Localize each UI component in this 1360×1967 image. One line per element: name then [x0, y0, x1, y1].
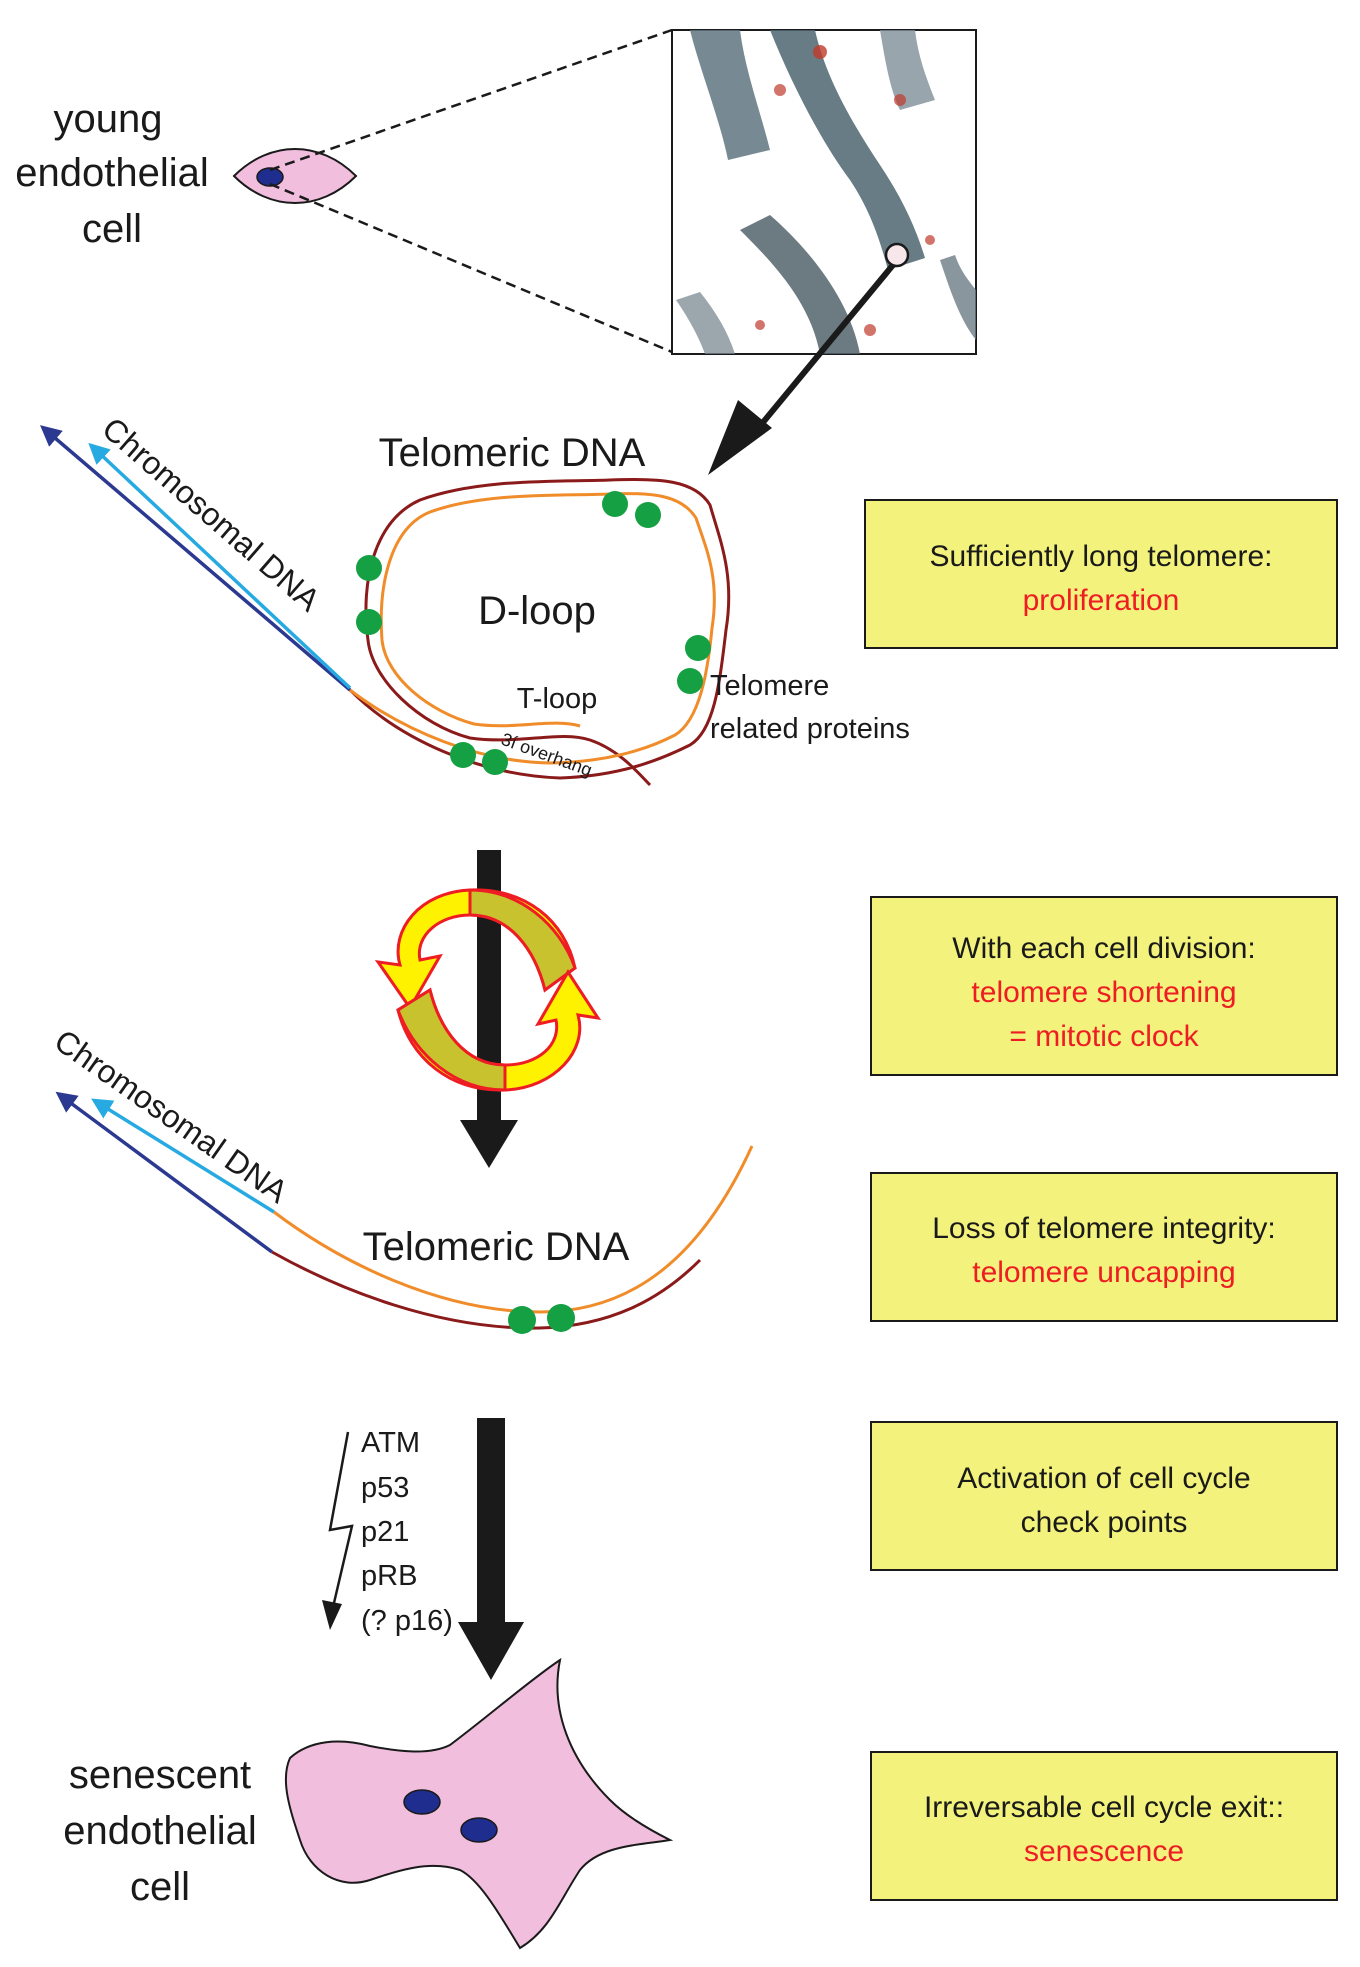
telomere-protein — [677, 668, 703, 694]
t-loop-label: T-loop — [517, 683, 598, 715]
telomere-proteins-label-line1: Telomere — [710, 670, 829, 702]
young-cell-label-line3: cell — [82, 207, 142, 251]
young-cell-label-line1: young — [54, 97, 163, 141]
signal-p21: p21 — [361, 1516, 409, 1548]
telomere-protein — [450, 742, 476, 768]
senescent-cell-label-line1: senescent — [69, 1753, 251, 1797]
box-text-line1: With each cell division: — [952, 932, 1255, 965]
box-text-line2: proliferation — [1023, 584, 1180, 617]
senescent-nucleus — [403, 1789, 441, 1815]
box-text-line1: Irreversable cell cycle exit:: — [924, 1791, 1284, 1824]
senescent-cell-label: senescent endothelial cell — [63, 1753, 257, 1909]
chromosomal-dna-top: Chromosomal DNA — [40, 410, 352, 692]
box-text-line3: = mitotic clock — [1009, 1020, 1199, 1053]
signal-p53: p53 — [361, 1472, 409, 1504]
telomere-protein — [602, 491, 628, 517]
annotation-box-proliferation: Sufficiently long telomere: proliferatio… — [864, 499, 1338, 649]
t-loop-structure: D-loop T-loop 3í overhang Telomere relat… — [348, 477, 910, 787]
cell-cycle-arrows-icon — [374, 888, 602, 1092]
annotation-box-uncapping: Loss of telomere integrity: telomere unc… — [870, 1172, 1338, 1322]
uncapped-telomere — [271, 1145, 754, 1334]
annotation-box-shortening: With each cell division: telomere shorte… — [870, 896, 1338, 1076]
senescent-nucleus — [460, 1817, 498, 1843]
zoom-arrow — [708, 263, 896, 475]
chromosome-micrograph — [671, 29, 977, 355]
chromosomal-dna-label-bottom: Chromosomal DNA — [48, 1022, 295, 1210]
telomere-protein — [547, 1304, 575, 1332]
chromosomal-dna-label-top: Chromosomal DNA — [95, 410, 327, 618]
signaling-molecules: ATM p53 p21 pRB (? p16) — [361, 1427, 453, 1637]
chromosomal-dna-bottom: Chromosomal DNA — [48, 1022, 295, 1254]
young-cell-label-line2: endothelial — [15, 151, 209, 195]
senescent-endothelial-cell — [284, 1657, 674, 1950]
senescent-cell-label-line3: cell — [130, 1865, 190, 1909]
annotation-box-senescence: Irreversable cell cycle exit:: senescenc… — [870, 1751, 1338, 1901]
box-text-line2: telomere shortening — [971, 976, 1236, 1009]
signal-prb: pRB — [361, 1560, 417, 1592]
box-text-line3: check points — [1021, 1506, 1188, 1539]
annotation-box-checkpoints: Activation of cell cycle check points — [870, 1421, 1338, 1571]
telomeric-dna-label-top: Telomeric DNA — [379, 431, 646, 475]
telomere-protein — [635, 502, 661, 528]
telomere-proteins-label-line2: related proteins — [710, 713, 910, 745]
box-text-line2: telomere uncapping — [972, 1256, 1236, 1289]
box-text-line2: senescence — [1024, 1835, 1184, 1868]
young-cell-label: young endothelial cell — [15, 97, 209, 251]
signal-p16: (? p16) — [361, 1605, 453, 1637]
zoom-line-top — [269, 28, 673, 172]
telomere-protein — [685, 635, 711, 661]
telomere-protein — [482, 749, 508, 775]
telomere-marker-circle — [884, 242, 910, 268]
box-text-line1: Sufficiently long telomere: — [930, 540, 1273, 573]
telomeric-dna-label-bottom: Telomeric DNA — [363, 1225, 630, 1269]
telomere-protein — [356, 609, 382, 635]
telomere-protein — [356, 555, 382, 581]
young-endothelial-cell — [232, 148, 358, 204]
zoom-line-bottom — [269, 182, 673, 354]
d-loop-label: D-loop — [478, 589, 596, 633]
young-cell-nucleus — [256, 167, 284, 187]
telomere-protein — [508, 1306, 536, 1334]
signaling-lightning-arrow — [322, 1431, 354, 1630]
signal-atm: ATM — [361, 1427, 420, 1459]
checkpoint-arrow — [458, 1418, 524, 1680]
box-text-line1: Activation of cell cycle — [957, 1462, 1250, 1495]
box-text-line1: Loss of telomere integrity: — [932, 1212, 1276, 1245]
senescent-cell-label-line2: endothelial — [63, 1809, 257, 1853]
